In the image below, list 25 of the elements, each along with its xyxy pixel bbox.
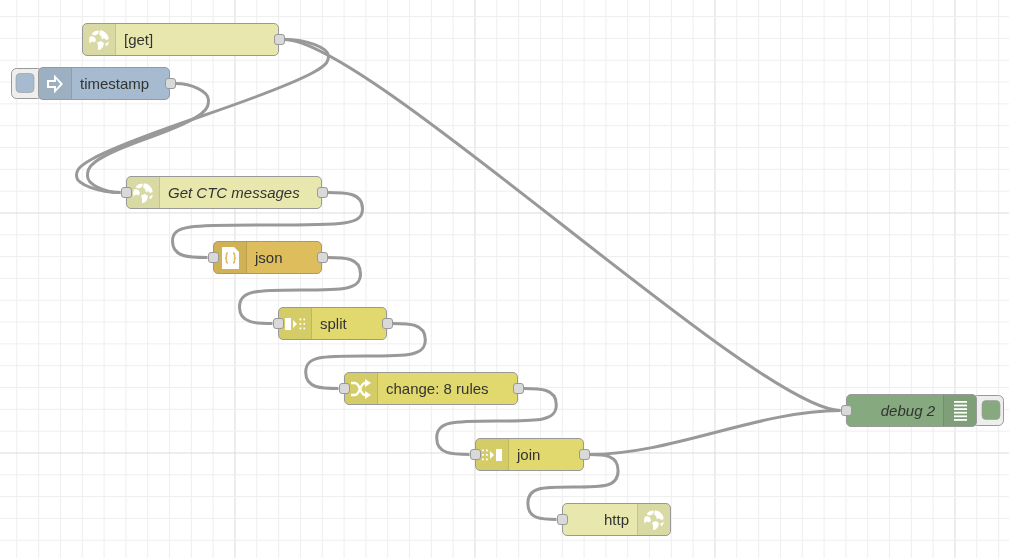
flow-node: [272, 307, 393, 340]
node-label: split: [320, 314, 347, 333]
node-label: debug 2: [880, 401, 935, 420]
wire: [435, 387, 558, 456]
node-label: json: [255, 248, 283, 267]
flow-node: [556, 503, 671, 536]
node-label: join: [517, 445, 541, 464]
flow-node: [82, 23, 285, 56]
node-label: timestamp: [80, 74, 150, 93]
node-label: change: 8 rules: [386, 379, 489, 398]
flow-node: [207, 241, 328, 274]
node-label: [get]: [124, 30, 154, 49]
flow-node: [120, 176, 328, 209]
wire: [171, 191, 364, 259]
wire: [86, 82, 210, 194]
flow-node: [38, 67, 176, 100]
wire: [75, 38, 330, 194]
flow-node: [840, 394, 977, 427]
node-label: http: [603, 510, 629, 529]
wire: [304, 322, 427, 390]
wire: [238, 256, 362, 325]
node-label: Get CTC messages: [168, 183, 300, 202]
flow-node: [338, 372, 524, 405]
flow-node: [469, 438, 590, 471]
wire: [526, 453, 620, 521]
